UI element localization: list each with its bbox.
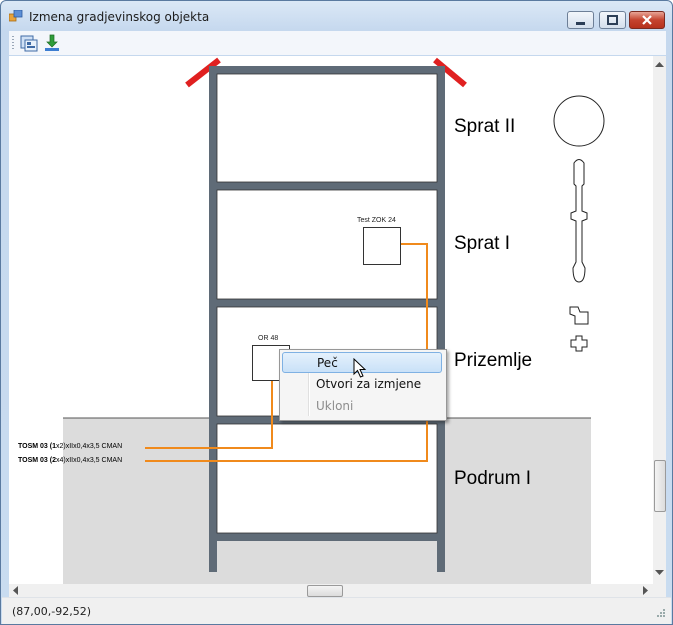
cable-label-1-rest: x2)xIIx0,4x3,5 CMAN xyxy=(56,443,123,450)
palette-tab-shape xyxy=(569,306,589,325)
toolbar xyxy=(9,31,666,55)
slab-2 xyxy=(209,299,445,307)
drawing-canvas[interactable]: Sprat II Sprat I Prizemlje Podrum I Test… xyxy=(9,56,653,584)
roof-marker-left xyxy=(185,57,221,88)
cable-label-2-bold: TOSM 03 (2 xyxy=(18,457,56,464)
minimize-icon xyxy=(576,22,585,25)
cable-label-1-bold: TOSM 03 (1 xyxy=(18,443,56,450)
object-label-test-zok-24: Test ZOK 24 xyxy=(357,217,396,224)
mouse-cursor-icon xyxy=(353,358,367,378)
menu-item-ukloni: Ukloni xyxy=(316,399,354,413)
palette-circle-shape xyxy=(553,95,605,147)
toolbar-grip[interactable] xyxy=(12,36,14,50)
scroll-up-icon[interactable] xyxy=(655,62,664,68)
properties-button[interactable] xyxy=(19,33,39,53)
download-button[interactable] xyxy=(42,33,62,53)
slab-4 xyxy=(209,533,445,541)
maximize-button[interactable] xyxy=(599,11,626,29)
palette-cross-shape xyxy=(570,335,588,352)
coordinates-readout: (87,00,-92,52) xyxy=(12,605,92,618)
scroll-right-icon[interactable] xyxy=(643,586,649,595)
floor-label-sprat-ii: Sprat II xyxy=(454,116,516,137)
floor-label-podrum-i: Podrum I xyxy=(454,468,532,489)
close-button[interactable] xyxy=(629,11,665,29)
app-icon xyxy=(9,10,23,22)
scroll-down-icon[interactable] xyxy=(655,570,664,576)
maximize-icon xyxy=(607,15,618,25)
floor-label-sprat-i: Sprat I xyxy=(454,233,510,254)
cable-line-1 xyxy=(145,354,273,449)
floor-panel-podrum-i xyxy=(216,423,438,534)
object-label-or-48: OR 48 xyxy=(258,335,279,342)
vertical-scrollbar[interactable] xyxy=(653,56,666,584)
building-left-wall xyxy=(209,66,217,572)
vertical-scroll-thumb[interactable] xyxy=(654,460,666,512)
building-roof-slab xyxy=(209,66,445,74)
horizontal-scrollbar[interactable] xyxy=(9,584,653,597)
close-icon xyxy=(642,15,652,25)
slab-1 xyxy=(209,182,445,190)
menu-item-pec[interactable]: Peč xyxy=(282,352,442,373)
context-menu: Peč Otvori za izmjene Ukloni xyxy=(279,349,447,421)
roof-marker-right xyxy=(433,57,467,88)
title-bar[interactable]: Izmena gradjevinskog objekta xyxy=(1,1,672,31)
window-title: Izmena gradjevinskog objekta xyxy=(29,10,210,24)
context-menu-separator xyxy=(308,352,310,416)
download-icon xyxy=(45,34,59,51)
resize-grip-icon[interactable] xyxy=(654,608,666,620)
cable-label-2[interactable]: TOSM 03 (2x4)xIIx0,4x3,5 CMAN xyxy=(18,457,122,464)
menu-item-otvori-za-izmjene[interactable]: Otvori za izmjene xyxy=(316,377,422,391)
cable-label-2-rest: x4)xIIx0,4x3,5 CMAN xyxy=(56,457,123,464)
building-drawing xyxy=(63,57,605,584)
properties-icon xyxy=(20,35,38,52)
building-right-wall xyxy=(437,66,445,572)
cable-label-1[interactable]: TOSM 03 (1x2)xIIx0,4x3,5 CMAN xyxy=(18,443,122,450)
scrollbar-corner xyxy=(653,584,666,597)
floor-panel-sprat-ii xyxy=(216,73,438,183)
horizontal-scroll-thumb[interactable] xyxy=(307,585,343,597)
palette-vertical-cable-shape xyxy=(570,159,588,283)
floor-label-prizemlje: Prizemlje xyxy=(454,350,533,371)
status-bar: (87,00,-92,52) xyxy=(2,597,671,624)
object-test-zok-24[interactable] xyxy=(363,227,401,265)
scroll-left-icon[interactable] xyxy=(13,586,19,595)
minimize-button[interactable] xyxy=(567,11,594,29)
